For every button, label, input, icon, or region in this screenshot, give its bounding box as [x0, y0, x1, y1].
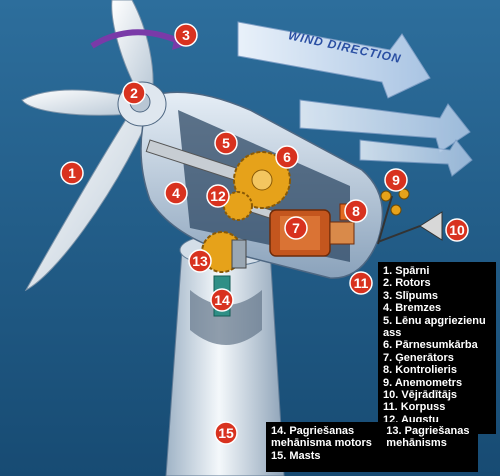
- legend-item-1: 1. Spārni: [383, 265, 430, 277]
- marker-11-label: 11: [354, 275, 369, 291]
- marker-5-label: 5: [222, 135, 230, 151]
- marker-13-label: 13: [192, 253, 208, 269]
- legend-item-15: 15. Masts: [271, 449, 321, 462]
- marker-3-circle: [174, 23, 198, 47]
- marker-4-circle: [164, 181, 188, 205]
- legend-item-6: 6. Pārnesumkārba: [383, 339, 478, 352]
- marker-2: 2: [122, 81, 146, 105]
- marker-3-label: 3: [182, 27, 190, 43]
- legend-item-2: 2. Rotors: [383, 277, 431, 290]
- marker-9-circle: [384, 168, 408, 192]
- marker-5-circle: [214, 131, 238, 155]
- marker-12-circle: [206, 184, 230, 208]
- marker-6-circle: [275, 145, 299, 169]
- marker-13-circle: [188, 249, 212, 273]
- marker-8-label: 8: [352, 203, 360, 219]
- marker-15-label: 15: [218, 425, 234, 441]
- marker-4: 4: [164, 181, 188, 205]
- legend-item-8: 8. Kontrolieris: [383, 364, 457, 377]
- marker-2-circle: [122, 81, 146, 105]
- legend-panel-bottom: 14. Pagriešanas mehānisma motors 15. Mas…: [266, 422, 478, 472]
- marker-9-label: 9: [392, 172, 400, 188]
- legend-item-10: 10. Vējrādītājs: [383, 389, 457, 402]
- marker-15-circle: [214, 421, 238, 445]
- marker-8: 8: [344, 199, 368, 223]
- marker-6: 6: [275, 145, 299, 169]
- anemometer: [377, 188, 410, 245]
- wind-vane: [377, 211, 443, 243]
- marker-3: 3: [174, 23, 198, 47]
- legend-item-11: 11. Korpuss: [383, 401, 446, 414]
- legend-item-4: 4. Bremzes: [383, 302, 442, 315]
- marker-7-circle: [284, 216, 308, 240]
- legend-item-7: 7. Ģenerātors: [383, 351, 454, 364]
- marker-12: 12: [206, 184, 230, 208]
- legend-item-3: 3. Slīpums: [383, 289, 439, 302]
- marker-10: 10: [445, 218, 469, 242]
- marker-1-circle: [60, 161, 84, 185]
- marker-14-circle: [210, 288, 234, 312]
- marker-13: 13: [188, 249, 212, 273]
- marker-9: 9: [384, 168, 408, 192]
- wind-direction-arrows: WIND DIRECTION: [237, 21, 473, 177]
- legend-item-14: 14. Pagriešanas mehānisma motors: [271, 425, 372, 450]
- marker-11-circle: [349, 271, 373, 295]
- marker-14-label: 14: [214, 292, 230, 308]
- marker-7: 7: [284, 216, 308, 240]
- marker-4-label: 4: [172, 185, 180, 201]
- marker-2-label: 2: [130, 85, 138, 101]
- marker-1-label: 1: [68, 165, 76, 181]
- legend-bottom-left: 14. Pagriešanas mehānisma motors 15. Mas…: [271, 425, 386, 462]
- marker-10-label: 10: [449, 222, 465, 238]
- marker-1: 1: [60, 161, 84, 185]
- marker-5: 5: [214, 131, 238, 155]
- marker-14: 14: [210, 288, 234, 312]
- marker-7-label: 7: [292, 220, 300, 236]
- legend-item-9: 9. Anemometrs: [383, 376, 463, 389]
- legend-item-13: 13. Pagriešanas mehānisms: [386, 425, 470, 450]
- legend-bottom-right: 13. Pagriešanas mehānisms: [386, 425, 475, 462]
- gearbox: [223, 151, 291, 221]
- legend-item-5: 5. Lēnu apgriezienu ass: [383, 314, 486, 340]
- marker-12-label: 12: [210, 188, 226, 204]
- marker-11: 11: [349, 271, 373, 295]
- marker-10-circle: [445, 218, 469, 242]
- rotor-blades: [21, 0, 154, 292]
- marker-8-circle: [344, 199, 368, 223]
- marker-6-label: 6: [283, 149, 291, 165]
- marker-15: 15: [214, 421, 238, 445]
